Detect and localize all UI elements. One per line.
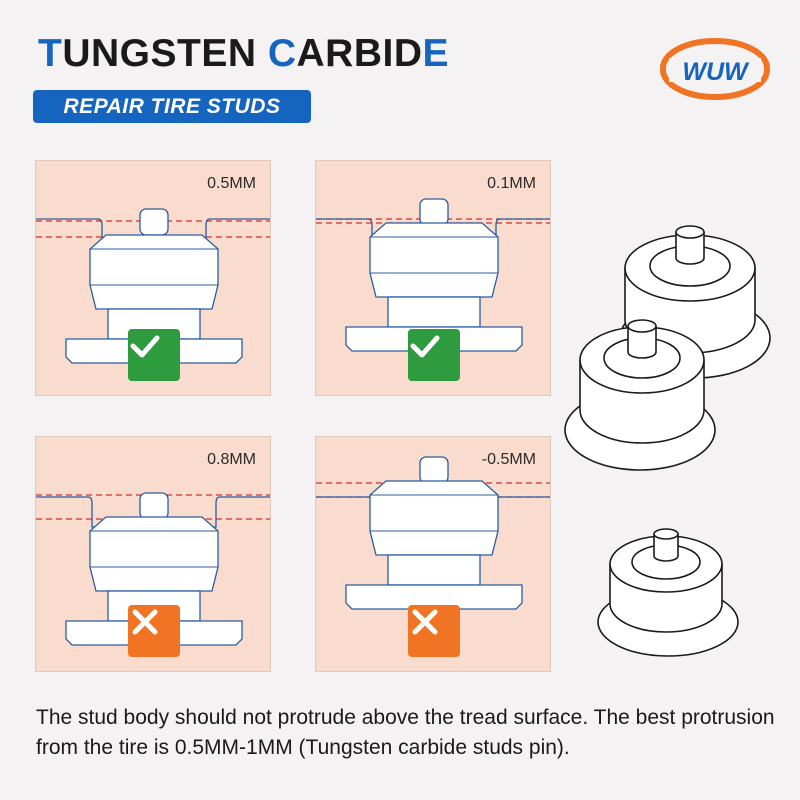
bad-badge <box>408 605 460 657</box>
ok-badge <box>128 329 180 381</box>
protrusion-label: 0.1MM <box>487 175 536 192</box>
page-title: TUNGSTEN CARBIDE <box>38 34 449 73</box>
brand-logo: WUW <box>660 38 770 100</box>
protrusion-label: 0.8MM <box>207 451 256 468</box>
title-letter-e: E <box>422 32 450 75</box>
title-letter-c: C <box>267 32 297 75</box>
panel-0-1mm: 0.1MM <box>315 160 551 396</box>
title-part-1: UNGSTEN <box>62 32 268 75</box>
panel-neg-0-5mm: -0.5MM <box>315 436 551 672</box>
subtitle-banner: REPAIR TIRE STUDS <box>33 90 311 123</box>
ok-badge <box>408 329 460 381</box>
title-letter-t: T <box>38 32 63 75</box>
protrusion-label: 0.5MM <box>207 175 256 192</box>
tire-studs-illustration <box>564 225 771 657</box>
stud-diagram <box>316 456 550 610</box>
check-icon <box>130 335 160 358</box>
cross-icon <box>132 609 158 635</box>
check-icon <box>410 335 440 358</box>
stud-diagram <box>316 198 550 352</box>
cross-icon <box>412 609 438 635</box>
title-part-2: ARBID <box>296 32 423 75</box>
stud-diagram <box>36 492 270 646</box>
bad-badge <box>128 605 180 657</box>
protrusion-label: -0.5MM <box>481 451 536 468</box>
panel-0-5mm: 0.5MM <box>35 160 271 396</box>
caption-text: The stud body should not protrude above … <box>36 706 775 759</box>
panel-0-8mm: 0.8MM <box>35 436 271 672</box>
logo-text: WUW <box>682 58 750 86</box>
